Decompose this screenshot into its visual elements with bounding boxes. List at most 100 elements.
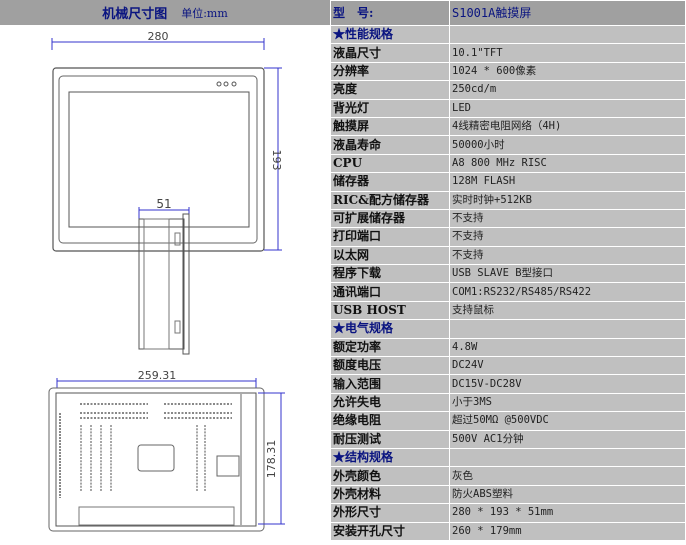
spec-row: 外壳材料防火ABS塑料: [330, 484, 686, 505]
model-value: S1001A触摸屏: [449, 0, 686, 26]
spec-row: RIC&配方储存器实时时钟+512KB: [330, 190, 686, 210]
model-label: 型 号:: [330, 0, 450, 26]
spec-label: 亮度: [330, 80, 450, 100]
spec-label: 外形尺寸: [330, 503, 450, 523]
spec-value: 防火ABS塑料: [449, 484, 686, 505]
front-view-drawing: 280 193: [51, 30, 283, 252]
spec-label: 耐压测试: [330, 429, 450, 449]
spec-row: 打印端口不支持: [330, 227, 686, 247]
drawing-title: 机械尺寸图: [102, 7, 168, 22]
dimension-drawing-panel: 机械尺寸图 单位:mm 280 193 51: [0, 0, 330, 541]
front-width-label: 280: [148, 30, 169, 43]
section-header-row: ★结构规格: [330, 447, 686, 468]
section-blank: [449, 319, 686, 339]
section-header-row: ★电气规格: [330, 319, 686, 339]
spec-label: 额定功率: [330, 337, 450, 358]
section-blank: [449, 24, 686, 45]
spec-value: 不支持: [449, 245, 686, 266]
spec-label: 允许失电: [330, 392, 450, 413]
spec-value: 4.8W: [449, 337, 686, 358]
drawing-header: 机械尺寸图 单位:mm: [0, 0, 330, 25]
spec-row: 绝缘电阻超过50MΩ @500VDC: [330, 411, 686, 431]
spec-label: CPU: [330, 153, 450, 174]
spec-row: 可扩展储存器不支持: [330, 208, 686, 229]
spec-label: 触摸屏: [330, 116, 450, 137]
spec-label: 外壳材料: [330, 484, 450, 505]
spec-value: 50000小时: [449, 135, 686, 155]
spec-label: 安装开孔尺寸: [330, 521, 450, 541]
spec-row: 以太网不支持: [330, 245, 686, 266]
back-view-drawing: 259.31 178.31: [48, 369, 285, 532]
spec-label: 输入范围: [330, 374, 450, 394]
spec-label: RIC&配方储存器: [330, 190, 450, 210]
section-title: ★结构规格: [330, 447, 450, 468]
spec-value: 实时时钟+512KB: [449, 190, 686, 210]
dimension-drawings: 280 193 51 2: [48, 30, 285, 532]
spec-value: 支持鼠标: [449, 300, 686, 321]
section-title: ★性能规格: [330, 24, 450, 45]
section-blank: [449, 447, 686, 468]
spec-value: 500V AC1分钟: [449, 429, 686, 449]
side-depth-label: 51: [156, 197, 171, 211]
spec-value: 不支持: [449, 227, 686, 247]
spec-value: 超过50MΩ @500VDC: [449, 411, 686, 431]
side-view-drawing: 51: [138, 197, 190, 355]
spec-label: 液晶尺寸: [330, 43, 450, 63]
spec-row: 允许失电小于3MS: [330, 392, 686, 413]
spec-label: 分辨率: [330, 61, 450, 82]
spec-value: DC15V-DC28V: [449, 374, 686, 394]
spec-label: 绝缘电阻: [330, 411, 450, 431]
section-title: ★电气规格: [330, 319, 450, 339]
spec-label: 程序下载: [330, 264, 450, 284]
spec-value: 260 * 179mm: [449, 521, 686, 541]
spec-label: 储存器: [330, 172, 450, 192]
spec-value: 280 * 193 * 51mm: [449, 503, 686, 523]
spec-value: USB SLAVE B型接口: [449, 264, 686, 284]
spec-label: 可扩展储存器: [330, 208, 450, 229]
spec-label: 以太网: [330, 245, 450, 266]
spec-value: 4线精密电阻网络（4H): [449, 116, 686, 137]
drawing-unit: 单位:mm: [181, 6, 228, 20]
spec-label: 通讯端口: [330, 282, 450, 302]
spec-label: USB HOST: [330, 300, 450, 321]
section-header-row: ★性能规格: [330, 24, 686, 45]
spec-value: 不支持: [449, 208, 686, 229]
spec-row: 外壳颜色灰色: [330, 466, 686, 486]
spec-value: 灰色: [449, 466, 686, 486]
spec-value: COM1:RS232/RS485/RS422: [449, 282, 686, 302]
spec-value: 128M FLASH: [449, 172, 686, 192]
spec-value: A8 800 MHz RISC: [449, 153, 686, 174]
back-width-label: 259.31: [138, 369, 177, 382]
spec-value: 1024 * 600像素: [449, 61, 686, 82]
spec-value: DC24V: [449, 356, 686, 376]
model-row: 型 号: S1001A触摸屏: [330, 0, 686, 26]
spec-value: LED: [449, 98, 686, 118]
spec-value: 小于3MS: [449, 392, 686, 413]
front-height-label: 193: [270, 150, 283, 171]
spec-label: 背光灯: [330, 98, 450, 118]
spec-label: 额度电压: [330, 356, 450, 376]
spec-value: 250cd/m: [449, 80, 686, 100]
spec-label: 外壳颜色: [330, 466, 450, 486]
back-height-label: 178.31: [265, 440, 278, 479]
spec-label: 打印端口: [330, 227, 450, 247]
spec-label: 液晶寿命: [330, 135, 450, 155]
